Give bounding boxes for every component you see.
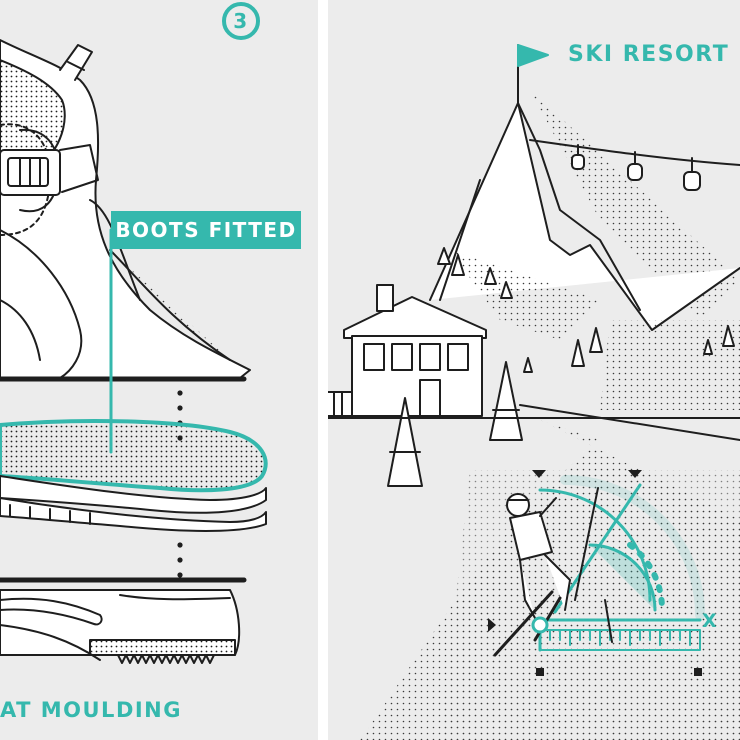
corner-markers: [488, 470, 702, 676]
ruler-icon: [539, 629, 701, 651]
gondola-line: [529, 139, 740, 191]
boots-fitted-label: BOOTS FITTED: [111, 211, 301, 249]
slope: [328, 404, 740, 740]
boot-shell: [0, 39, 251, 379]
boot-sole: [0, 589, 241, 664]
skier-icon: [493, 487, 613, 657]
resort-title: SKI RESORT: [568, 42, 730, 67]
step-number-ring: [222, 2, 260, 40]
insole: [0, 418, 268, 532]
moulding-label: AT MOULDING: [0, 698, 182, 722]
gondola-icon: [571, 144, 701, 191]
panel-divider: [318, 0, 328, 740]
step-number: 3: [233, 9, 249, 33]
foreground-trees: [387, 361, 523, 487]
axis-x-label: X: [702, 610, 719, 632]
flag-icon: [517, 44, 549, 104]
pine-tree-icon: [437, 247, 735, 373]
cabin-icon: [328, 284, 487, 417]
